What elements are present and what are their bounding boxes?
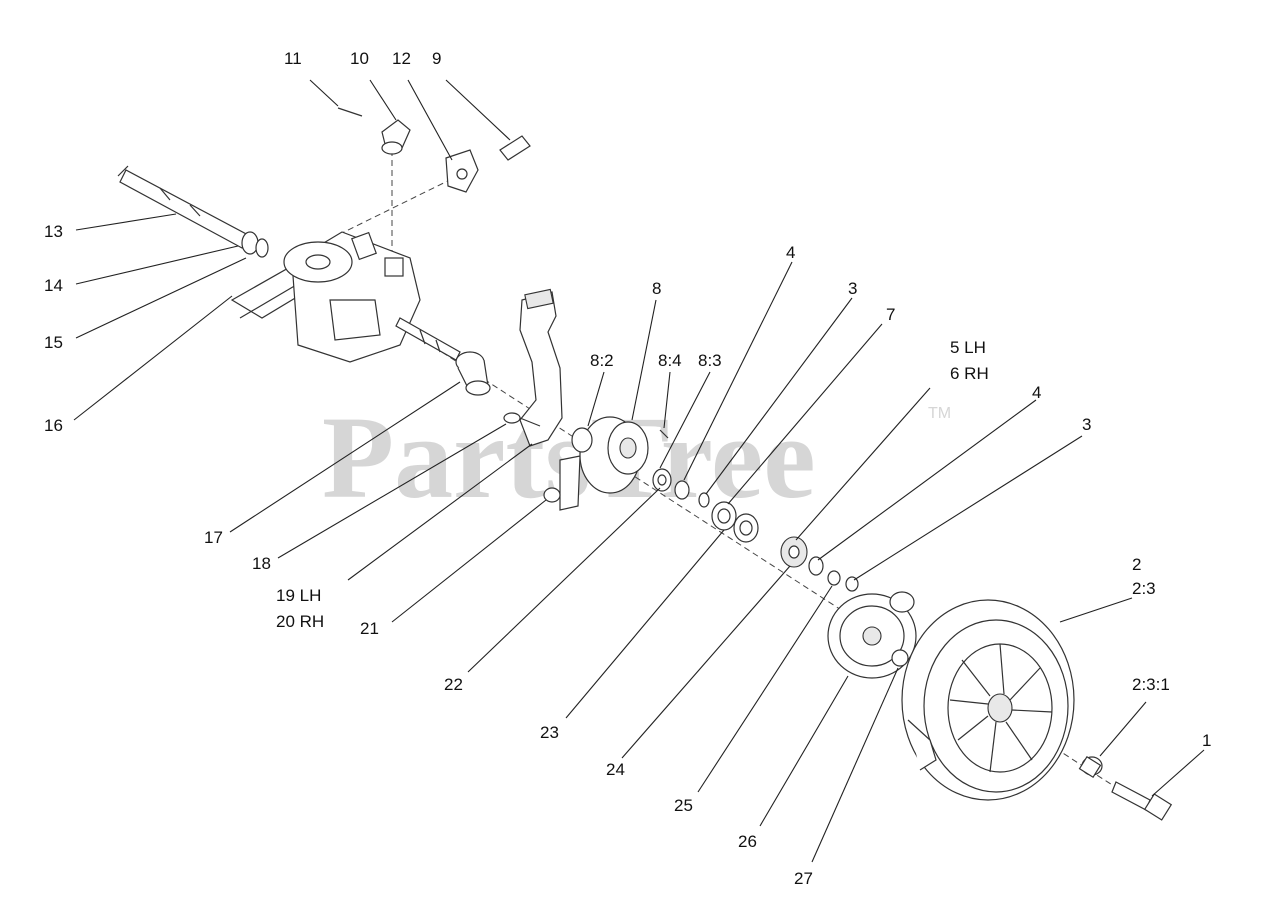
leader-12 bbox=[407, 79, 453, 161]
callout-8: 8 bbox=[652, 279, 661, 298]
leader-13 bbox=[75, 213, 177, 231]
leader-8 bbox=[631, 299, 657, 421]
wheel-part-2 bbox=[901, 599, 1075, 801]
leader-24 bbox=[621, 565, 791, 759]
leader-27 bbox=[811, 667, 899, 863]
cable-bracket-part-12 bbox=[445, 149, 479, 193]
transmission-housing bbox=[283, 231, 461, 363]
leader-18 bbox=[277, 423, 507, 559]
cable-bolt-part-11 bbox=[337, 107, 363, 117]
bolt-part-18 bbox=[503, 412, 541, 427]
washer-part-22 bbox=[652, 468, 672, 492]
washer-part-4 bbox=[674, 480, 690, 500]
spacer-part-3 bbox=[698, 492, 710, 508]
pinion-part-5 bbox=[780, 536, 808, 568]
callout-21: 21 bbox=[360, 619, 379, 638]
callout-25: 25 bbox=[674, 796, 693, 815]
leader-2-3-1 bbox=[1099, 701, 1147, 757]
leader-19 bbox=[347, 443, 533, 581]
callout-8-4: 8:4 bbox=[658, 351, 682, 370]
callout-8-2: 8:2 bbox=[590, 351, 614, 370]
leader-3-upper bbox=[705, 297, 853, 495]
hub-cap-part-26 bbox=[827, 591, 917, 679]
callout-5-lh: 5 LH bbox=[950, 338, 986, 357]
callout-24: 24 bbox=[606, 760, 625, 779]
leader-4-lower bbox=[817, 399, 1037, 561]
spacer-part-25 bbox=[827, 570, 841, 586]
callout-8-3: 8:3 bbox=[698, 351, 722, 370]
callout-9: 9 bbox=[432, 49, 441, 68]
leader-5-6 bbox=[795, 387, 931, 541]
callout-20-rh: 20 RH bbox=[276, 612, 324, 631]
callout-16: 16 bbox=[44, 416, 63, 435]
callout-14: 14 bbox=[44, 276, 63, 295]
callout-15: 15 bbox=[44, 333, 63, 352]
leader-8-4 bbox=[663, 371, 671, 429]
callout-2: 2 bbox=[1132, 555, 1141, 574]
leader-15 bbox=[75, 257, 247, 339]
nut-part-21 bbox=[543, 487, 561, 503]
leader-10 bbox=[369, 79, 397, 121]
callout-2-3-1: 2:3:1 bbox=[1132, 675, 1170, 694]
callout-labels: 11 10 12 9 13 14 15 16 17 18 19 LH 20 RH… bbox=[44, 49, 1211, 888]
leader-9 bbox=[445, 79, 511, 141]
leader-8-2 bbox=[587, 371, 605, 427]
callout-3-lower: 3 bbox=[1082, 415, 1091, 434]
leader-1 bbox=[1151, 749, 1205, 797]
bearing-part-7 bbox=[711, 501, 737, 531]
leader-14 bbox=[75, 245, 239, 285]
leader-26 bbox=[759, 675, 849, 827]
callout-7: 7 bbox=[886, 305, 895, 324]
callout-6-rh: 6 RH bbox=[950, 364, 989, 383]
leader-4-upper bbox=[683, 261, 793, 481]
callout-10: 10 bbox=[350, 49, 369, 68]
callout-1: 1 bbox=[1202, 731, 1211, 750]
callout-4-lower: 4 bbox=[1032, 383, 1041, 402]
bolt-part-9 bbox=[499, 135, 531, 161]
callout-11: 11 bbox=[284, 49, 302, 68]
clip-part-3b bbox=[845, 576, 859, 592]
leader-8-3 bbox=[659, 371, 711, 469]
leader-25 bbox=[697, 585, 833, 793]
leader-21 bbox=[391, 499, 547, 623]
gear-assembly-part-8 bbox=[571, 416, 669, 494]
pivot-nut-part-10 bbox=[381, 119, 411, 155]
bushing-part-2-3-1 bbox=[1078, 755, 1103, 779]
callout-18: 18 bbox=[252, 554, 271, 573]
callout-26: 26 bbox=[738, 832, 757, 851]
callout-23: 23 bbox=[540, 723, 559, 742]
callout-17: 17 bbox=[204, 528, 223, 547]
bushing-part-17 bbox=[455, 351, 491, 396]
watermark-trademark: TM bbox=[928, 405, 951, 422]
callout-27: 27 bbox=[794, 869, 813, 888]
washer-part-27 bbox=[891, 649, 909, 667]
leader-lines bbox=[73, 79, 1205, 863]
callout-19-lh: 19 LH bbox=[276, 586, 321, 605]
callout-4-upper: 4 bbox=[786, 243, 795, 262]
wheel-bolt-part-1 bbox=[1111, 781, 1173, 821]
callout-22: 22 bbox=[444, 675, 463, 694]
callout-13: 13 bbox=[44, 222, 63, 241]
leader-22 bbox=[467, 487, 661, 673]
drive-shaft bbox=[117, 165, 269, 258]
leader-23 bbox=[565, 529, 725, 719]
callout-12: 12 bbox=[392, 49, 411, 68]
callout-3-upper: 3 bbox=[848, 279, 857, 298]
leader-16 bbox=[73, 295, 233, 421]
leader-2 bbox=[1059, 597, 1133, 623]
callout-2-3: 2:3 bbox=[1132, 579, 1156, 598]
leader-7 bbox=[727, 323, 883, 505]
leader-17 bbox=[229, 381, 461, 533]
washer-part-24 bbox=[808, 556, 824, 576]
leader-11 bbox=[309, 79, 339, 107]
bearing-part-23 bbox=[733, 513, 759, 543]
leader-3-lower bbox=[853, 435, 1083, 581]
